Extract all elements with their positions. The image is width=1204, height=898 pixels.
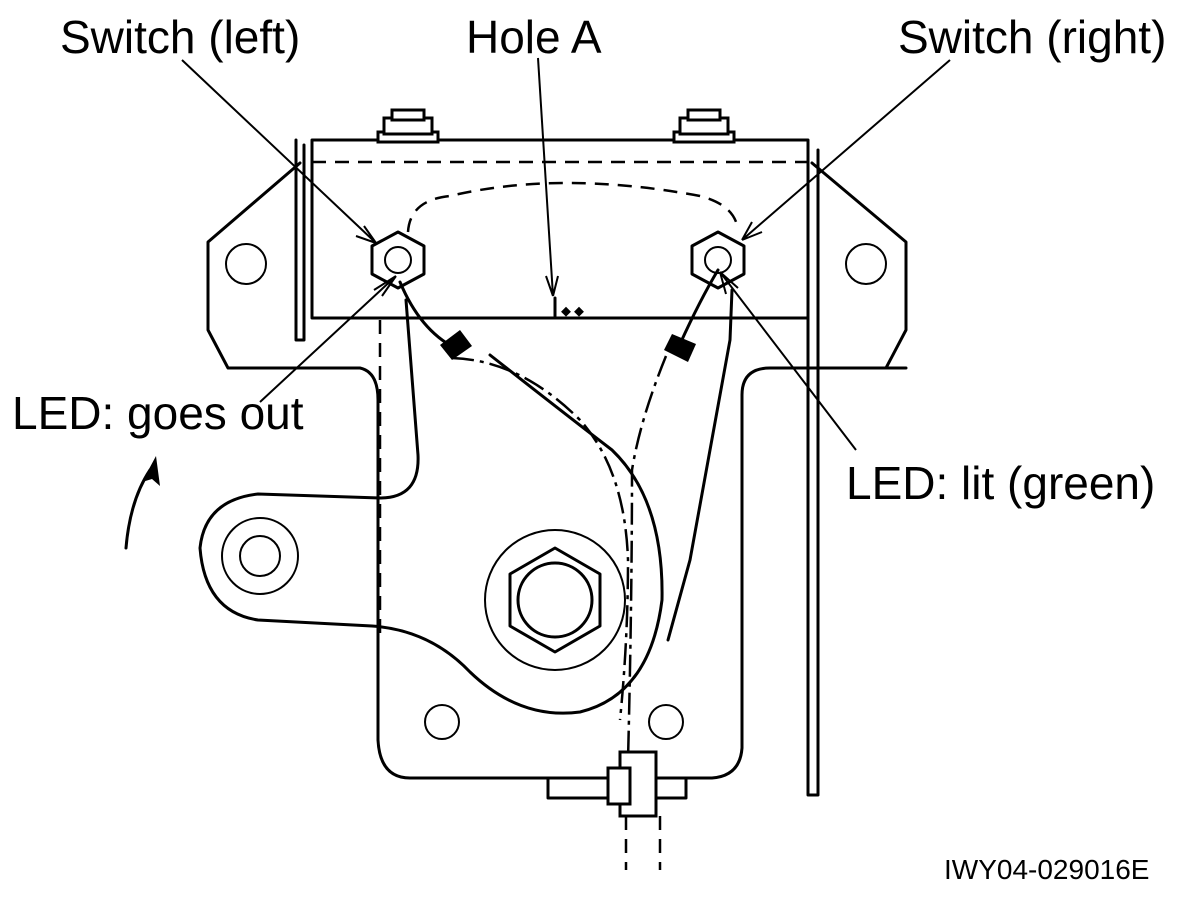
- right-cable: [678, 268, 720, 346]
- bracket-ears: [206, 161, 908, 370]
- leader-switch-right: [741, 59, 951, 241]
- bottom-clamp-nut: [606, 766, 632, 806]
- lever-pivot-outer: [221, 517, 299, 595]
- switch-left-body: [370, 230, 426, 290]
- rotation-arrow: [124, 468, 152, 550]
- plate-hole-bottom-right: [648, 704, 684, 740]
- leader-switch-left: [181, 59, 377, 244]
- lower-support-plate: [298, 366, 908, 780]
- label-switch-right: Switch (right): [898, 11, 1167, 63]
- label-led-goes-out: LED: goes out: [12, 387, 304, 439]
- central-bolt: [516, 561, 594, 639]
- cable-clamp-left: [440, 330, 472, 360]
- left-cable-sheath: [451, 356, 630, 721]
- switch-right-body: [690, 230, 746, 290]
- plate-hole-bottom-left: [424, 704, 460, 740]
- bottom-rods: [624, 816, 662, 870]
- label-hole-a: Hole A: [466, 11, 602, 63]
- right-ear-hole: [845, 243, 887, 285]
- top-bolt-left: [376, 108, 440, 144]
- cable-clamp-right: [664, 334, 696, 362]
- right-rod: [666, 288, 734, 642]
- nut-flange: [484, 529, 626, 671]
- right-vertical-flange: [806, 143, 820, 797]
- leader-led-lit: [719, 271, 857, 451]
- leader-led-goes-out: [259, 275, 397, 403]
- lever-arm: [198, 298, 664, 715]
- left-vertical-flange: [294, 138, 306, 342]
- central-hex-nut: [508, 546, 602, 654]
- label-led-lit-green: LED: lit (green): [846, 457, 1156, 509]
- rotation-arrowhead: [142, 456, 160, 486]
- hidden-cam-outline: [406, 181, 740, 233]
- top-bolt-right: [672, 108, 736, 144]
- leader-hole-a: [537, 57, 559, 297]
- left-ear-hole: [225, 243, 267, 285]
- hole-a-marks: [553, 296, 584, 318]
- label-switch-left: Switch (left): [60, 11, 301, 63]
- lever-pivot-inner: [239, 535, 281, 577]
- figure-code: IWY04-029016E: [944, 854, 1150, 885]
- right-cable-sheath: [626, 355, 668, 761]
